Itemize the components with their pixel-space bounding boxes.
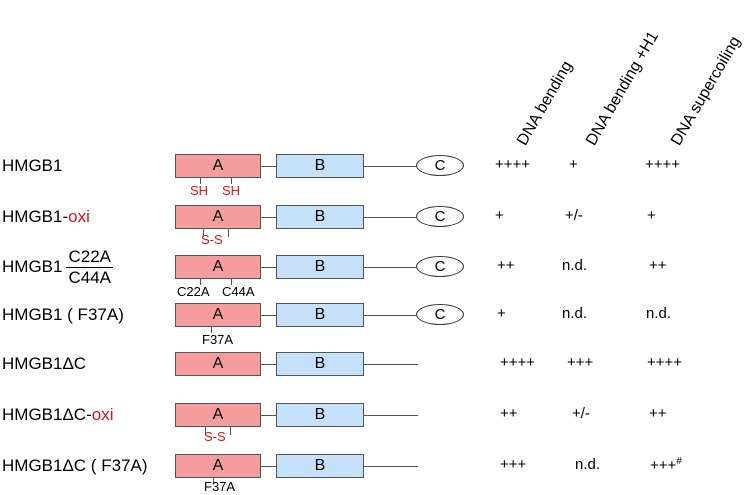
value-dna-bending: ++: [497, 257, 515, 274]
oxi-label: oxi: [68, 207, 90, 226]
acidic-tail-line: [364, 166, 416, 167]
truncated-tail-line: [364, 415, 418, 416]
box-b-domain: B: [276, 403, 364, 427]
linker: [261, 364, 276, 365]
truncated-tail-line: [364, 364, 418, 365]
box-b-domain: B: [276, 303, 364, 327]
disulfide-bridge: [205, 427, 231, 435]
column-header-dna-supercoiling: DNA supercoiling: [668, 33, 745, 149]
residue-tick: [211, 327, 212, 333]
residue-tick: [213, 478, 214, 483]
construct-name: HMGB1ΔC: [2, 354, 87, 373]
row-hmgb1-delta-c: HMGB1ΔC A B ++++ +++ ++++: [0, 350, 746, 380]
box-a-domain: A: [175, 352, 261, 376]
value-dna-bending-h1: +/-: [565, 207, 583, 224]
f37a-label: F37A: [202, 332, 234, 347]
linker: [261, 466, 276, 467]
box-b-domain: B: [276, 454, 364, 478]
box-a-domain: A: [175, 403, 261, 427]
cys22-label: SH: [190, 183, 209, 198]
box-a-domain: A: [175, 303, 261, 327]
value-dna-bending-h1: n.d.: [562, 305, 588, 322]
construct-name: HMGB1: [2, 156, 63, 175]
linker: [261, 267, 276, 268]
acidic-tail-line: [364, 267, 416, 268]
residue-tick: [231, 279, 232, 285]
value-dna-bending: +: [495, 207, 504, 224]
f37a-label: F37A: [204, 479, 236, 494]
disulfide-label: S-S: [204, 429, 226, 444]
value-dna-supercoiling: +++#: [650, 456, 682, 474]
value-dna-bending: ++++: [495, 156, 531, 173]
c-tail-domain: C: [416, 206, 464, 227]
linker: [261, 217, 276, 218]
oxi-label: oxi: [91, 405, 114, 424]
row-hmgb1-delta-c-oxi: HMGB1ΔC-oxi A B S-S ++ +/- ++: [0, 401, 746, 444]
linker: [261, 166, 276, 167]
value-dna-bending-h1: n.d.: [575, 456, 601, 473]
acidic-tail-line: [364, 217, 416, 218]
value-dna-bending-h1: +/-: [572, 405, 590, 422]
value-dna-supercoiling: ++++: [647, 354, 683, 371]
value-dna-supercoiling: ++: [649, 257, 667, 274]
box-a-domain: A: [175, 454, 261, 478]
construct-name: HMGB1 ( F37A): [2, 305, 124, 324]
disulfide-label: S-S: [201, 232, 223, 247]
box-b-domain: B: [276, 352, 364, 376]
residue-tick: [231, 178, 232, 184]
construct-name: HMGB1-oxi: [2, 207, 90, 226]
acidic-tail-line: [364, 315, 416, 316]
value-dna-bending-h1: +++: [567, 354, 594, 371]
value-dna-supercoiling: ++: [649, 405, 667, 422]
footnote-mark: #: [676, 456, 682, 467]
c-tail-domain: C: [416, 256, 464, 277]
c-tail-domain: C: [416, 304, 464, 325]
linker: [261, 415, 276, 416]
c-tail-domain: C: [416, 155, 464, 176]
row-hmgb1: HMGB1 A B C SH SH ++++ + ++++: [0, 152, 746, 198]
value-dna-bending: ++: [500, 405, 518, 422]
box-a-domain: A: [175, 154, 261, 178]
box-a-domain: A: [175, 255, 261, 279]
linker: [261, 315, 276, 316]
box-b-domain: B: [276, 205, 364, 229]
box-a-domain: A: [175, 205, 261, 229]
value-dna-bending-h1: n.d.: [562, 257, 588, 274]
construct-name: HMGB1ΔC-oxi: [2, 405, 114, 424]
value-dna-supercoiling: ++++: [645, 156, 681, 173]
c44a-label: C44A: [222, 284, 255, 299]
value-dna-bending-h1: +: [569, 156, 578, 173]
box-b-domain: B: [276, 255, 364, 279]
c22a-label: C22A: [177, 284, 210, 299]
disulfide-bridge: [203, 229, 229, 237]
row-hmgb1-delta-c-f37a: HMGB1ΔC ( F37A) A B F37A +++ n.d. +++#: [0, 452, 746, 494]
value-dna-supercoiling: n.d.: [646, 305, 672, 322]
box-b-domain: B: [276, 154, 364, 178]
row-hmgb1-f37a: HMGB1 ( F37A) A B C F37A + n.d. n.d.: [0, 301, 746, 347]
construct-name: HMGB1ΔC ( F37A): [2, 456, 148, 475]
residue-tick: [200, 279, 201, 285]
value-dna-bending: +: [497, 305, 506, 322]
truncated-tail-line: [364, 466, 418, 467]
cys44-label: SH: [222, 183, 241, 198]
value-dna-bending: +++: [500, 456, 527, 473]
value-dna-bending: ++++: [500, 354, 536, 371]
residue-tick: [200, 178, 201, 184]
column-header-dna-bending-h1: DNA bending +H1: [583, 28, 662, 149]
value-dna-supercoiling: +: [647, 207, 656, 224]
column-header-dna-bending: DNA bending: [514, 58, 576, 149]
row-hmgb1-oxi: HMGB1-oxi A B C S-S + +/- +: [0, 203, 746, 247]
